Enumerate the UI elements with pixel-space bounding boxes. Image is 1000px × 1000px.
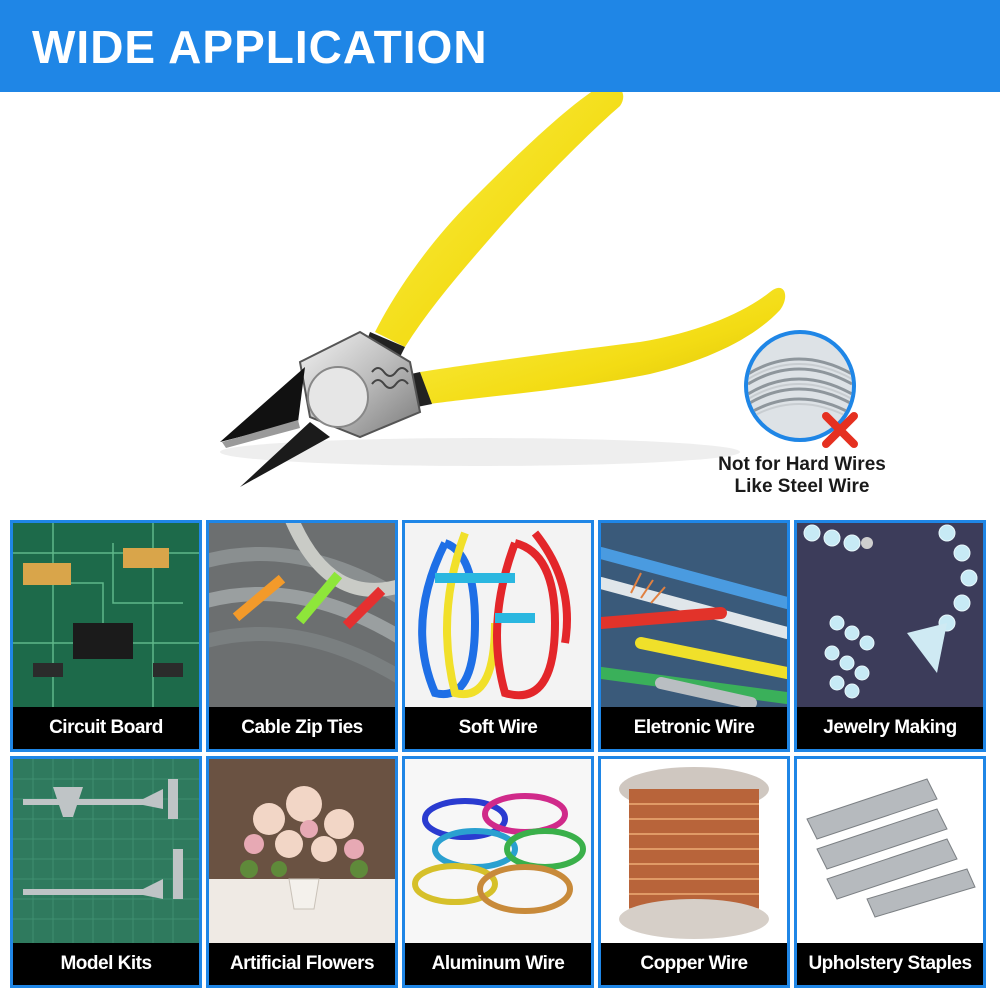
warning-line-2: Like Steel Wire [734,476,870,497]
application-grid: Circuit Board Cable Zip Ties [10,520,990,990]
tile-label: Circuit Board [13,707,199,749]
tile-label: Jewelry Making [797,707,983,749]
circuit-board-image [13,523,199,709]
aluminum-wire-image [405,759,591,945]
tile-label: Model Kits [13,943,199,985]
diagonal-pliers-image [220,83,786,487]
tile-jewelry-making: Jewelry Making [794,520,986,752]
page-title: WIDE APPLICATION [32,21,488,73]
tile-label: Upholstery Staples [797,943,983,985]
warning-note: Not for Hard Wires Like Steel Wire [700,454,904,498]
steel-wire-image [744,330,856,442]
jewelry-making-image [797,523,983,709]
copper-wire-image [601,759,787,945]
tile-model-kits: Model Kits [10,756,202,988]
tile-label: Artificial Flowers [209,943,395,985]
soft-wire-image [405,523,591,709]
product-hero [0,83,1000,512]
tile-label: Eletronic Wire [601,707,787,749]
header-banner: WIDE APPLICATION [0,0,1000,92]
tile-cable-zip-ties: Cable Zip Ties [206,520,398,752]
tile-label: Copper Wire [601,943,787,985]
warning-line-1: Not for Hard Wires [718,454,886,475]
tile-artificial-flowers: Artificial Flowers [206,756,398,988]
tile-soft-wire: Soft Wire [402,520,594,752]
upholstery-staples-image [797,759,983,945]
tile-label: Cable Zip Ties [209,707,395,749]
tile-copper-wire: Copper Wire [598,756,790,988]
tile-circuit-board: Circuit Board [10,520,202,752]
artificial-flowers-image [209,759,395,945]
tile-eletronic-wire: Eletronic Wire [598,520,790,752]
tile-label: Aluminum Wire [405,943,591,985]
x-mark-icon [822,412,858,448]
tile-aluminum-wire: Aluminum Wire [402,756,594,988]
eletronic-wire-image [601,523,787,709]
cable-zip-ties-image [209,523,395,709]
tile-label: Soft Wire [405,707,591,749]
tile-upholstery-staples: Upholstery Staples [794,756,986,988]
model-kits-image [13,759,199,945]
